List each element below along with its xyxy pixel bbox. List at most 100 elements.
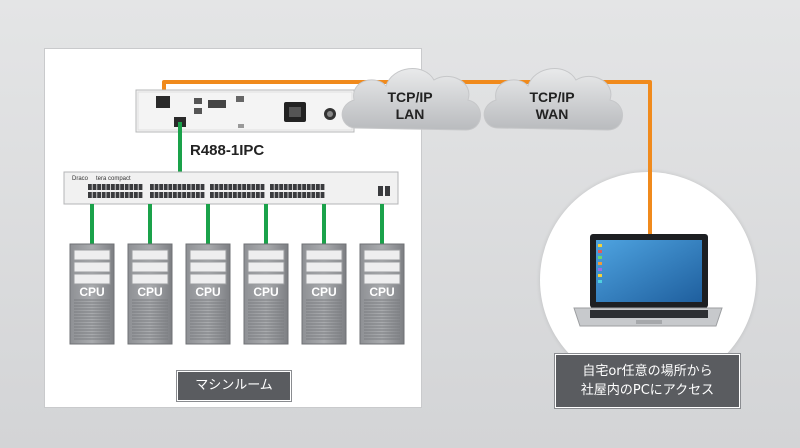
switch-port xyxy=(302,192,306,198)
kvm-switch: Draco tera compact xyxy=(63,171,399,205)
switch-uplink-port xyxy=(385,186,390,196)
switch-port xyxy=(88,184,92,190)
switch-port xyxy=(274,192,279,198)
switch-port xyxy=(101,192,106,198)
cloud-wan-line2: WAN xyxy=(536,106,569,122)
switch-port xyxy=(97,184,101,190)
switch-port xyxy=(182,192,186,198)
switch-port xyxy=(279,184,283,190)
server-tower: CPU xyxy=(243,243,289,345)
device-name: R488-1IPC xyxy=(190,142,265,159)
switch-port xyxy=(320,192,325,198)
switch-port xyxy=(129,184,134,190)
switch-port xyxy=(196,184,200,190)
switch-port xyxy=(242,184,246,190)
switch-port xyxy=(293,184,297,190)
switch-port xyxy=(120,192,124,198)
switch-port xyxy=(134,184,138,190)
switch-port xyxy=(214,184,219,190)
server-tower: CPU xyxy=(359,243,405,345)
switch-port xyxy=(219,192,223,198)
switch-port xyxy=(270,192,274,198)
server-label: CPU xyxy=(137,285,162,299)
switch-port xyxy=(270,184,274,190)
switch-port xyxy=(177,184,182,190)
switch-port xyxy=(97,192,101,198)
server-label: CPU xyxy=(253,285,278,299)
switch-port xyxy=(228,184,233,190)
server-label: CPU xyxy=(311,285,336,299)
switch-port xyxy=(246,192,251,198)
server-label: CPU xyxy=(195,285,220,299)
switch-port xyxy=(101,184,106,190)
remote-access-line2: 社屋内のPCにアクセス xyxy=(580,383,715,398)
switch-port xyxy=(256,184,260,190)
switch-port xyxy=(88,192,92,198)
switch-port xyxy=(288,192,293,198)
server-label: CPU xyxy=(79,285,104,299)
switch-port xyxy=(223,184,228,190)
cloud-lan-line2: LAN xyxy=(396,106,425,122)
switch-port xyxy=(138,192,143,198)
switch-port xyxy=(92,184,97,190)
switch-port xyxy=(177,192,182,198)
switch-port xyxy=(311,184,316,190)
switch-port xyxy=(256,192,260,198)
switch-port xyxy=(159,184,163,190)
cloud-lan-line1: TCP/IP xyxy=(387,89,432,105)
switch-port xyxy=(124,192,129,198)
cloud-wan-line1: TCP/IP xyxy=(529,89,574,105)
switch-brand: Draco xyxy=(72,176,89,182)
switch-port xyxy=(288,184,293,190)
kvm-device xyxy=(135,89,355,133)
remote-access-label: 自宅or任意の場所から 社屋内のPCにアクセス xyxy=(554,353,741,409)
switch-port xyxy=(150,192,154,198)
switch-port xyxy=(154,192,159,198)
switch-port xyxy=(283,192,288,198)
switch-port xyxy=(124,184,129,190)
switch-port xyxy=(316,192,320,198)
switch-port xyxy=(111,184,115,190)
switch-port xyxy=(279,192,283,198)
cloud-wan: TCP/IP WAN xyxy=(483,68,623,131)
switch-port xyxy=(115,192,120,198)
switch-port xyxy=(92,192,97,198)
server-tower: CPU xyxy=(185,243,231,345)
switch-port xyxy=(168,184,173,190)
switch-port xyxy=(251,184,256,190)
switch-port xyxy=(237,184,242,190)
switch-port xyxy=(242,192,246,198)
cloud-lan: TCP/IP LAN xyxy=(341,68,481,131)
switch-port xyxy=(219,184,223,190)
switch-port xyxy=(186,192,191,198)
switch-port xyxy=(168,192,173,198)
switch-port xyxy=(106,192,111,198)
switch-port xyxy=(182,184,186,190)
switch-port xyxy=(191,184,196,190)
switch-port xyxy=(302,184,306,190)
switch-port xyxy=(297,184,302,190)
remote-access-line1: 自宅or任意の場所から xyxy=(582,364,713,379)
switch-port xyxy=(214,192,219,198)
switch-port xyxy=(246,184,251,190)
switch-port xyxy=(316,184,320,190)
switch-port xyxy=(260,184,265,190)
switch-port xyxy=(293,192,297,198)
switch-port xyxy=(210,184,214,190)
switch-port xyxy=(306,184,311,190)
switch-port xyxy=(186,184,191,190)
switch-port xyxy=(274,184,279,190)
machine-room-label: マシンルーム xyxy=(176,370,292,402)
switch-port xyxy=(173,184,177,190)
switch-port xyxy=(297,192,302,198)
switch-port xyxy=(163,184,168,190)
server-tower: CPU xyxy=(127,243,173,345)
switch-uplink-port xyxy=(378,186,383,196)
switch-port xyxy=(283,184,288,190)
server-tower: CPU xyxy=(69,243,115,345)
server-tower: CPU xyxy=(301,243,347,345)
switch-port xyxy=(228,192,233,198)
switch-port xyxy=(200,184,205,190)
switch-port xyxy=(106,184,111,190)
